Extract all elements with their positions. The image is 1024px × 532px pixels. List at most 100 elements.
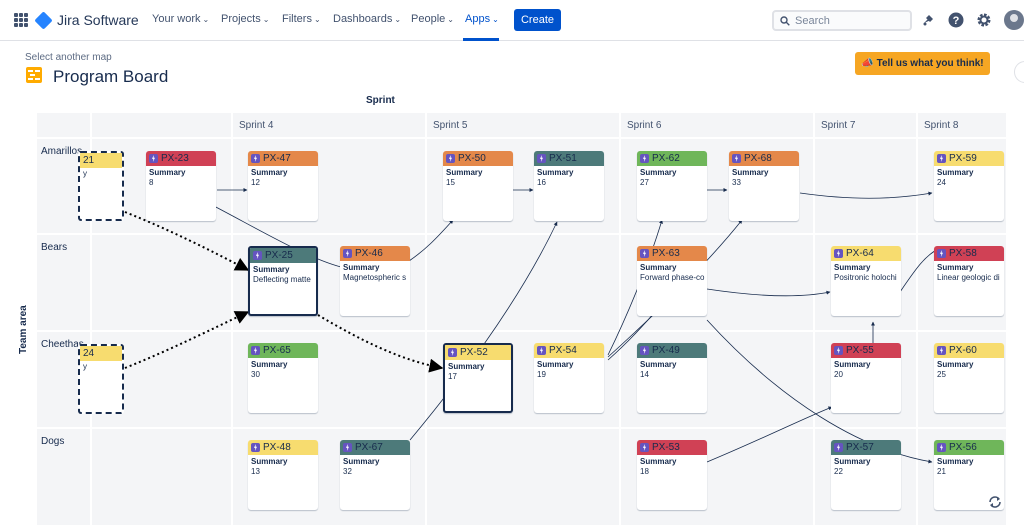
search-box[interactable] bbox=[772, 10, 912, 31]
notifications-icon[interactable] bbox=[919, 11, 937, 29]
nav-apps[interactable]: Apps⌄ bbox=[465, 13, 499, 25]
card-summary: Summary bbox=[251, 457, 288, 466]
nav-label: Filters bbox=[282, 13, 312, 25]
card-header: PX-25 bbox=[250, 248, 316, 263]
column-header-unscheduled bbox=[91, 113, 232, 138]
card-key: PX-65 bbox=[263, 345, 291, 356]
card-key: PX-59 bbox=[949, 153, 977, 164]
nav-label: Your work bbox=[152, 13, 201, 25]
story-icon bbox=[251, 443, 260, 452]
feedback-button[interactable]: 📣 Tell us what you think! bbox=[855, 52, 990, 75]
active-nav-indicator bbox=[463, 38, 499, 41]
svg-text:?: ? bbox=[953, 15, 960, 27]
card-key: PX-49 bbox=[652, 345, 680, 356]
user-avatar[interactable] bbox=[1004, 10, 1024, 30]
megaphone-icon: 📣 bbox=[861, 58, 877, 69]
card-summary: Summary bbox=[537, 168, 574, 177]
help-icon[interactable]: ? bbox=[947, 11, 965, 29]
nav-dashboards[interactable]: Dashboards⌄ bbox=[333, 13, 401, 25]
story-icon bbox=[640, 249, 649, 258]
refresh-icon[interactable] bbox=[987, 494, 1003, 510]
nav-your-work[interactable]: Your work⌄ bbox=[152, 13, 209, 25]
card-value: Linear geologic di bbox=[937, 273, 1000, 282]
card-value: 30 bbox=[251, 370, 260, 379]
card-key: PX-56 bbox=[949, 442, 977, 453]
story-icon bbox=[834, 443, 843, 452]
card-key: PX-57 bbox=[846, 442, 874, 453]
card-value: 27 bbox=[640, 178, 649, 187]
story-icon bbox=[537, 154, 546, 163]
story-icon bbox=[251, 346, 260, 355]
card-value: 20 bbox=[834, 370, 843, 379]
story-icon bbox=[937, 154, 946, 163]
card-header: PX-48 bbox=[248, 440, 318, 455]
card-header: PX-51 bbox=[534, 151, 604, 166]
card-header: PX-65 bbox=[248, 343, 318, 358]
collapse-panel-handle[interactable] bbox=[1014, 61, 1024, 83]
nav-people[interactable]: People⌄ bbox=[411, 13, 454, 25]
card-key: PX-60 bbox=[949, 345, 977, 356]
jira-logo[interactable]: Jira Software bbox=[34, 10, 139, 30]
card-summary: Summary bbox=[834, 263, 871, 272]
card-value: 13 bbox=[251, 467, 260, 476]
card-summary: Summary bbox=[834, 457, 871, 466]
card-summary: Summary bbox=[537, 360, 574, 369]
nav-filters[interactable]: Filters⌄ bbox=[282, 13, 321, 25]
story-icon bbox=[448, 348, 457, 357]
card-summary: Summary bbox=[446, 168, 483, 177]
card-key: PX-58 bbox=[949, 248, 977, 259]
card-value: 16 bbox=[537, 178, 546, 187]
card-key: PX-47 bbox=[263, 153, 291, 164]
story-icon bbox=[732, 154, 741, 163]
story-icon bbox=[251, 154, 260, 163]
story-icon bbox=[640, 154, 649, 163]
card-key: PX-62 bbox=[652, 153, 680, 164]
card-header: PX-63 bbox=[637, 246, 707, 261]
card-header: PX-68 bbox=[729, 151, 799, 166]
card-summary: Summary bbox=[343, 263, 380, 272]
card-summary: Summary bbox=[640, 457, 677, 466]
card-key: PX-51 bbox=[549, 153, 577, 164]
story-icon bbox=[834, 346, 843, 355]
card-value: 25 bbox=[937, 370, 946, 379]
card-value: Forward phase-co bbox=[640, 273, 705, 282]
card-key: PX-25 bbox=[265, 250, 293, 261]
nav-projects[interactable]: Projects⌄ bbox=[221, 13, 269, 25]
settings-gear-icon[interactable] bbox=[975, 11, 993, 29]
card-value: 24 bbox=[937, 178, 946, 187]
search-input[interactable] bbox=[795, 14, 895, 27]
card-summary: Summary bbox=[640, 263, 677, 272]
card-header: PX-55 bbox=[831, 343, 901, 358]
row-header-dogs: Dogs bbox=[41, 436, 65, 447]
select-another-map-link[interactable]: Select another map bbox=[25, 52, 112, 63]
card-summary: Summary bbox=[937, 263, 974, 272]
app-switcher-icon[interactable] bbox=[14, 13, 28, 27]
grid-divider bbox=[37, 330, 1006, 332]
create-button[interactable]: Create bbox=[514, 9, 561, 31]
card-value: Positronic holochi bbox=[834, 273, 897, 282]
